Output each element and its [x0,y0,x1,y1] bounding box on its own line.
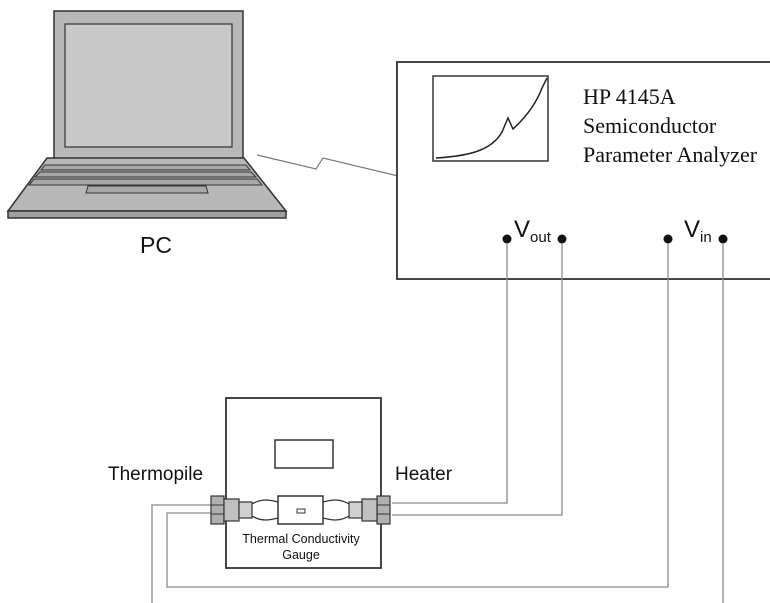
thermopile-label: Thermopile [108,464,204,485]
heater-label: Heater [395,464,453,485]
analyzer-name-line3: Parameter Analyzer [583,142,758,167]
keyboard-row [33,171,258,178]
sensor-chip [296,508,306,514]
wire-thermopile-return [151,504,214,603]
wiring [151,243,724,603]
laptop-icon [6,10,288,219]
keyboard-row [27,178,264,186]
vin-subscript: in [700,229,712,246]
thermal-conductivity-gauge [210,397,391,569]
keyboard-row [39,164,252,171]
parameter-analyzer [396,61,770,280]
analyzer-name-line1: HP 4145A [583,84,676,109]
laptop-touchpad [85,185,209,194]
vout-main: V [514,216,531,243]
gauge-box [225,397,382,569]
gauge-label-line2: Gauge [282,548,320,562]
wire-vout-to-heater [392,243,508,504]
wire-vout-return-heater [392,243,563,516]
vout-subscript: out [530,229,551,246]
vin-terminal-negative [718,234,728,244]
wire-vin-to-thermopile [166,243,669,588]
vin-main: V [684,216,701,243]
analyzer-screen [432,75,549,162]
communication-link [256,154,399,177]
gauge-display [274,439,334,469]
gauge-label-line1: Thermal Conductivity [242,532,360,546]
laptop-screen [64,23,233,148]
vout-terminal-positive [502,234,512,244]
iv-curve [435,77,548,159]
heater-fitting-icon [348,495,391,525]
vout-terminal-negative [557,234,567,244]
thermopile-fitting-icon [210,495,253,525]
vin-label: Vin [684,216,712,246]
iv-curve-screen-icon [432,75,549,162]
analyzer-name-line2: Semiconductor [583,113,717,138]
pc-label: PC [140,232,172,258]
vout-label: Vout [514,216,551,246]
vin-terminal-positive [663,234,673,244]
laptop-base [7,210,287,219]
